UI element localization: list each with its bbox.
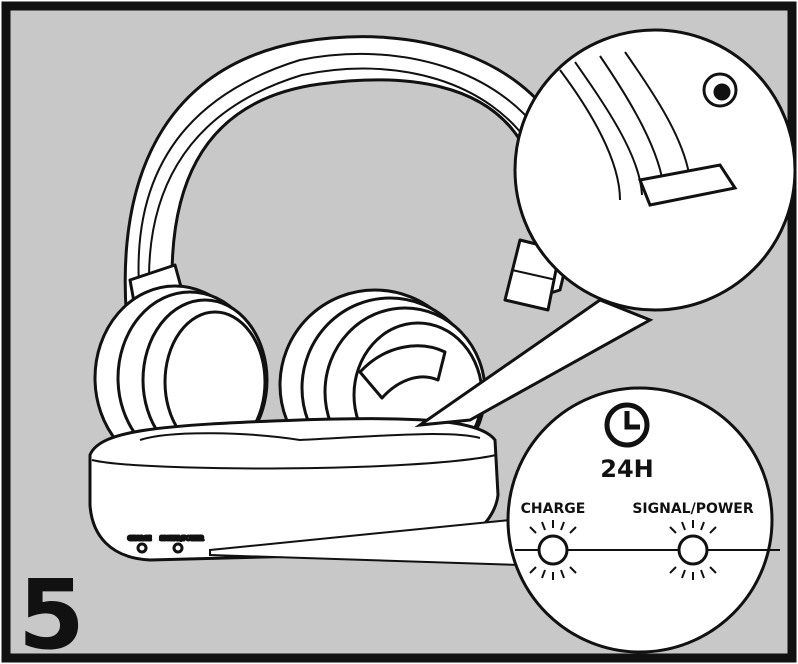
step-number: 5: [18, 559, 85, 664]
svg-text:CHARGE: CHARGE: [128, 536, 152, 542]
base-signal-led: [174, 544, 182, 552]
svg-text:SIGNAL/POWER: SIGNAL/POWER: [160, 536, 203, 542]
charge-label: CHARGE: [521, 501, 586, 517]
signal-power-label: SIGNAL/POWER: [632, 501, 754, 517]
base-charge-led: [138, 544, 146, 552]
clock-icon: [607, 405, 647, 445]
duration-label: 24H: [600, 455, 653, 483]
